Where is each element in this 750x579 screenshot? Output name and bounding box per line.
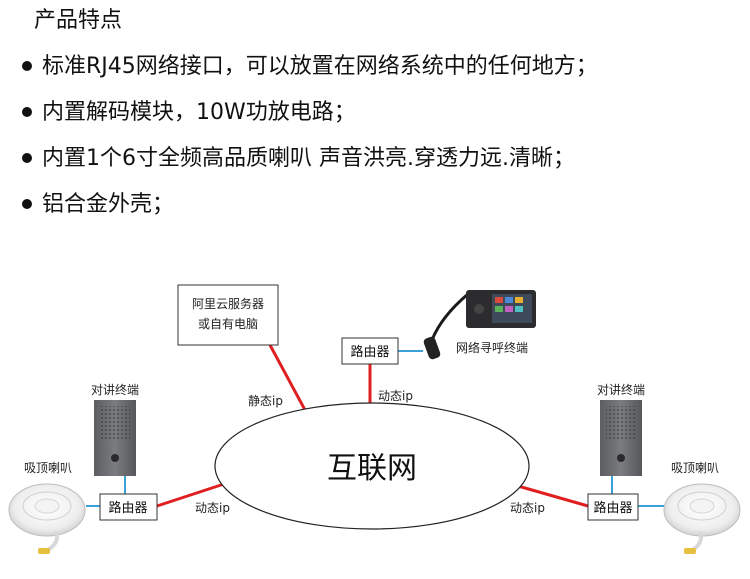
dynamic-ip-label-left: 动态ip	[195, 501, 230, 515]
intercom-label-right: 对讲终端	[597, 382, 645, 397]
intercom-terminal-icon-right	[600, 400, 642, 476]
router-label-right: 路由器	[593, 500, 632, 516]
ceiling-speaker-icon-right	[663, 483, 741, 554]
bullet-icon	[22, 153, 32, 163]
ceiling-speaker-icon-left	[8, 483, 86, 554]
feature-text: 铝合金外壳；	[42, 192, 175, 217]
router-label-left: 路由器	[108, 500, 147, 516]
ceiling-speaker-label-right: 吸顶喇叭	[671, 460, 719, 475]
link-router-left-internet	[156, 482, 225, 508]
intercom-terminal-icon-left	[94, 400, 136, 476]
feature-item: 标准RJ45网络接口，可以放置在网络系统中的任何地方；	[22, 50, 598, 96]
server-label-line2: 或自有电脑	[198, 317, 258, 331]
router-label-top: 路由器	[350, 344, 389, 360]
server-box	[177, 284, 279, 346]
feature-text: 标准RJ45网络接口，可以放置在网络系统中的任何地方；	[42, 54, 598, 79]
internet-label: 互联网	[327, 451, 417, 486]
section-heading: 产品特点	[34, 8, 123, 33]
paging-station-icon	[423, 290, 536, 360]
router-box-top	[341, 337, 399, 365]
paging-station-label: 网络寻呼终端	[456, 340, 528, 355]
feature-text: 内置解码模块，10W功放电路；	[42, 100, 356, 125]
feature-list: 标准RJ45网络接口，可以放置在网络系统中的任何地方； 内置解码模块，10W功放…	[22, 50, 598, 234]
feature-item: 内置解码模块，10W功放电路；	[22, 96, 598, 142]
bullet-icon	[22, 61, 32, 71]
server-label-line1: 阿里云服务器	[192, 296, 264, 311]
feature-item: 内置1个6寸全频高品质喇叭 声音洪亮.穿透力远.清晰；	[22, 142, 598, 188]
bullet-icon	[22, 107, 32, 117]
intercom-label-left: 对讲终端	[91, 382, 139, 397]
ceiling-speaker-label-left: 吸顶喇叭	[24, 460, 72, 475]
dynamic-ip-label-right: 动态ip	[510, 501, 545, 515]
static-ip-label: 静态ip	[248, 394, 283, 408]
router-box-right	[587, 493, 639, 521]
bullet-icon	[22, 199, 32, 209]
link-router-right-internet	[517, 484, 589, 508]
dynamic-ip-label-top: 动态ip	[378, 389, 413, 403]
feature-text: 内置1个6寸全频高品质喇叭 声音洪亮.穿透力远.清晰；	[42, 146, 575, 171]
internet-cloud	[214, 402, 530, 530]
router-box-left	[99, 493, 158, 521]
feature-item: 铝合金外壳；	[22, 188, 598, 234]
link-server-internet	[268, 344, 307, 411]
